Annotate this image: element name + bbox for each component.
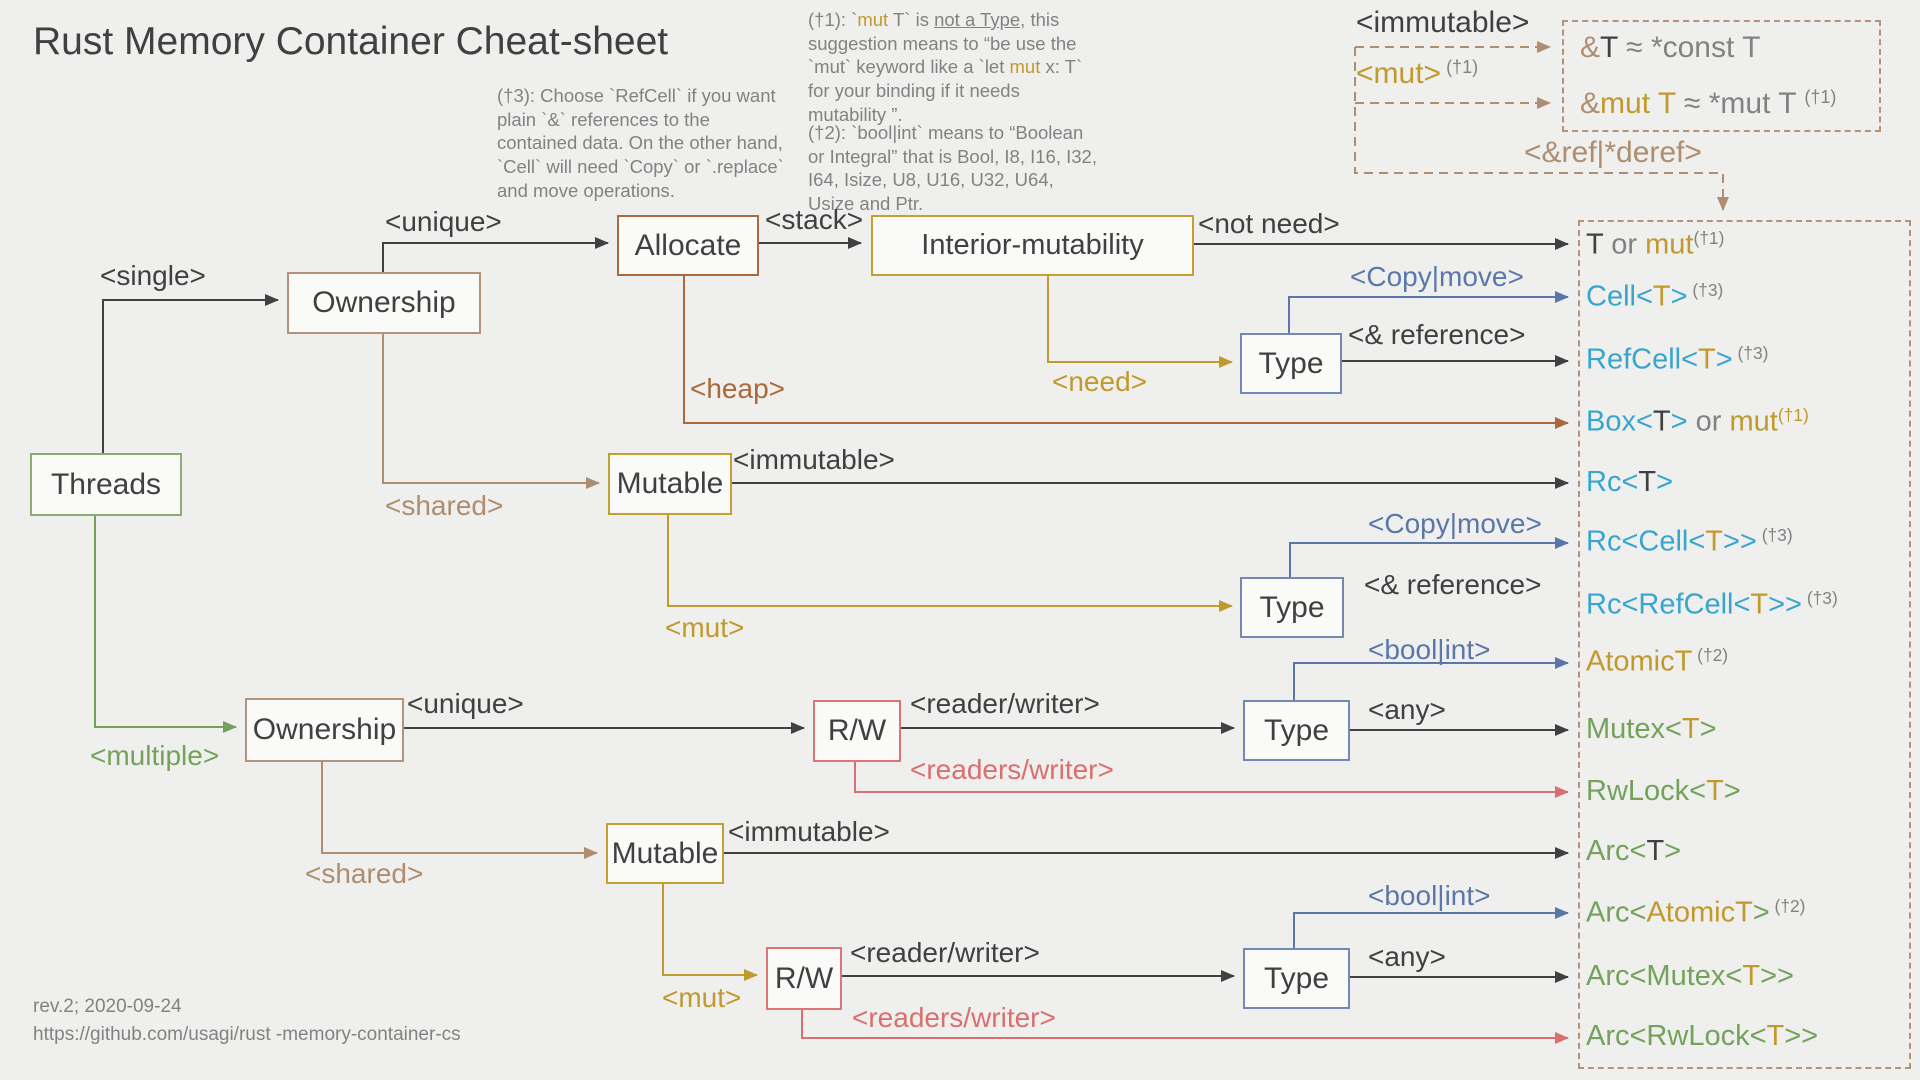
edge-rw2-to-arc-rwlock bbox=[801, 1006, 1569, 1044]
result-rc-cell: Rc<Cell<T>> (†3) bbox=[1586, 525, 1793, 558]
deref-line-mut: &mut T ≈ *mut T (†1) bbox=[1580, 86, 1837, 120]
result-rc-refcell: Rc<RefCell<T>> (†3) bbox=[1586, 588, 1838, 621]
node-type-3: Type bbox=[1243, 700, 1350, 761]
node-type-3-label: Type bbox=[1263, 713, 1330, 747]
edge-type2-to-rc-cell bbox=[1289, 537, 1569, 577]
node-ownership-single: Ownership bbox=[287, 272, 481, 334]
result-atomict: AtomicT (†2) bbox=[1586, 645, 1729, 678]
node-rw-2: R/W bbox=[766, 947, 842, 1010]
ref-label-mut: <mut> (†1) bbox=[1356, 56, 1479, 90]
edge-ownership1-to-mutable1-shared bbox=[382, 330, 600, 489]
edge-label-immutable-1: <immutable> bbox=[733, 444, 895, 475]
edge-label-unique-1: <unique> bbox=[385, 206, 502, 237]
node-rw-1: R/W bbox=[813, 700, 901, 762]
node-mutable-1-label: Mutable bbox=[616, 467, 724, 500]
edge-ownership2-to-mutable2-shared bbox=[321, 758, 598, 859]
edge-label-reference-1: <& reference> bbox=[1348, 319, 1526, 350]
node-type-2-label: Type bbox=[1259, 590, 1325, 624]
edge-mutable2-to-rw2-mut bbox=[662, 880, 758, 981]
edge-label-shared-2: <shared> bbox=[305, 858, 424, 889]
edge-label-need: <need> bbox=[1052, 366, 1147, 397]
result-arc-atomict: Arc<AtomicT> (†2) bbox=[1586, 896, 1806, 929]
note-dagger3: (†3): Choose `RefCell` if you want plain… bbox=[497, 85, 784, 201]
edge-label-multiple: <multiple> bbox=[90, 740, 220, 771]
edge-label-copy-move-2: <Copy|move> bbox=[1368, 508, 1542, 539]
node-rw-1-label: R/W bbox=[827, 714, 887, 747]
footer-url-line: https://github.com/usagi/rust -memory-co… bbox=[33, 1023, 461, 1045]
edge-label-shared-1: <shared> bbox=[385, 490, 504, 521]
edge-label-reference-2: <& reference> bbox=[1364, 569, 1542, 600]
result-types-box bbox=[1578, 220, 1911, 1069]
edge-label-mut-1: <mut> bbox=[665, 612, 745, 643]
result-rc: Rc<T> bbox=[1586, 466, 1674, 498]
edge-label-reader-writer-1: <reader/writer> bbox=[910, 688, 1100, 719]
node-type-4-label: Type bbox=[1263, 961, 1330, 995]
edge-refderef-to-results bbox=[1354, 47, 1729, 211]
node-interior-label: Interior-mutability bbox=[921, 229, 1144, 261]
node-type-2: Type bbox=[1240, 577, 1344, 638]
edge-mutable1-to-type2-mut bbox=[667, 511, 1233, 612]
edge-label-copy-move-1: <Copy|move> bbox=[1350, 261, 1524, 292]
edge-label-heap: <heap> bbox=[690, 373, 785, 404]
ref-label-refderef: <&ref|*deref> bbox=[1524, 136, 1702, 169]
edge-label-immutable-2: <immutable> bbox=[728, 816, 890, 847]
result-rwlock: RwLock<T> bbox=[1586, 775, 1741, 807]
edge-threads-to-ownership2-multiple bbox=[94, 512, 237, 733]
edge-type1-to-cell bbox=[1288, 291, 1569, 333]
edge-ownership1-to-allocate bbox=[382, 237, 609, 272]
node-allocate-label: Allocate bbox=[634, 228, 742, 262]
edge-interior-to-type1-need bbox=[1047, 272, 1233, 368]
node-ownership-multi: Ownership bbox=[245, 698, 404, 762]
node-threads-label: Threads bbox=[50, 467, 162, 501]
edge-label-single: <single> bbox=[100, 260, 206, 291]
ref-label-immutable: <immutable> bbox=[1356, 6, 1530, 39]
node-type-1-label: Type bbox=[1258, 346, 1324, 380]
note-dagger1: (†1): `mut T` is not a Type, this sugges… bbox=[808, 9, 1083, 125]
edge-label-mut-2: <mut> bbox=[662, 982, 742, 1013]
edge-label-readers-writer-2: <readers/writer> bbox=[852, 1002, 1056, 1033]
edge-label-stack: <stack> bbox=[765, 204, 864, 235]
edge-allocate-to-box-heap bbox=[683, 272, 1569, 429]
node-ownership-multi-label: Ownership bbox=[252, 713, 397, 746]
result-cell: Cell<T> (†3) bbox=[1586, 280, 1724, 313]
edge-threads-to-ownership1 bbox=[102, 294, 279, 453]
node-rw-2-label: R/W bbox=[774, 961, 834, 995]
note-dagger2: (†2): `bool|int` means to “Boolean or In… bbox=[808, 122, 1097, 215]
node-allocate: Allocate bbox=[617, 215, 759, 276]
edge-label-bool-int-1: <bool|int> bbox=[1368, 634, 1491, 665]
node-interior-mutability: Interior-mutability bbox=[871, 215, 1194, 276]
edge-label-bool-int-2: <bool|int> bbox=[1368, 880, 1491, 911]
footer-revision: rev.2; 2020-09-24 https://github.com/usa… bbox=[33, 993, 461, 1048]
result-mutex: Mutex<T> bbox=[1586, 713, 1717, 745]
node-mutable-2: Mutable bbox=[606, 823, 724, 884]
edge-label-unique-2: <unique> bbox=[407, 688, 524, 719]
footer-rev-line: rev.2; 2020-09-24 bbox=[33, 996, 182, 1017]
result-arc: Arc<T> bbox=[1586, 835, 1682, 867]
edge-label-readers-writer-1: <readers/writer> bbox=[910, 754, 1114, 785]
node-mutable-1: Mutable bbox=[608, 453, 732, 515]
result-arc-rwlock: Arc<RwLock<T>> bbox=[1586, 1020, 1819, 1052]
result-arc-mutex: Arc<Mutex<T>> bbox=[1586, 960, 1794, 992]
edge-label-not-need: <not need> bbox=[1198, 208, 1340, 239]
edge-type4-to-arc-atomict bbox=[1293, 907, 1569, 948]
edge-type3-to-atomict bbox=[1293, 657, 1569, 700]
node-threads: Threads bbox=[30, 453, 182, 516]
node-type-1: Type bbox=[1240, 333, 1342, 394]
result-t-or-mut: T or mut(†1) bbox=[1586, 228, 1725, 261]
edge-label-any-1: <any> bbox=[1368, 694, 1446, 725]
result-box-or-mut: Box<T> or mut(†1) bbox=[1586, 405, 1809, 438]
deref-line-const: &T ≈ *const T bbox=[1580, 31, 1761, 64]
page-title: Rust Memory Container Cheat-sheet bbox=[33, 20, 669, 63]
node-mutable-2-label: Mutable bbox=[611, 836, 719, 870]
result-refcell: RefCell<T> (†3) bbox=[1586, 343, 1769, 376]
edge-label-reader-writer-2: <reader/writer> bbox=[850, 937, 1040, 968]
deref-equivalence-box bbox=[1562, 20, 1881, 132]
node-ownership-single-label: Ownership bbox=[312, 286, 456, 319]
edge-rw1-to-rwlock bbox=[854, 758, 1569, 798]
edge-label-any-2: <any> bbox=[1368, 941, 1446, 972]
node-type-4: Type bbox=[1243, 948, 1350, 1009]
